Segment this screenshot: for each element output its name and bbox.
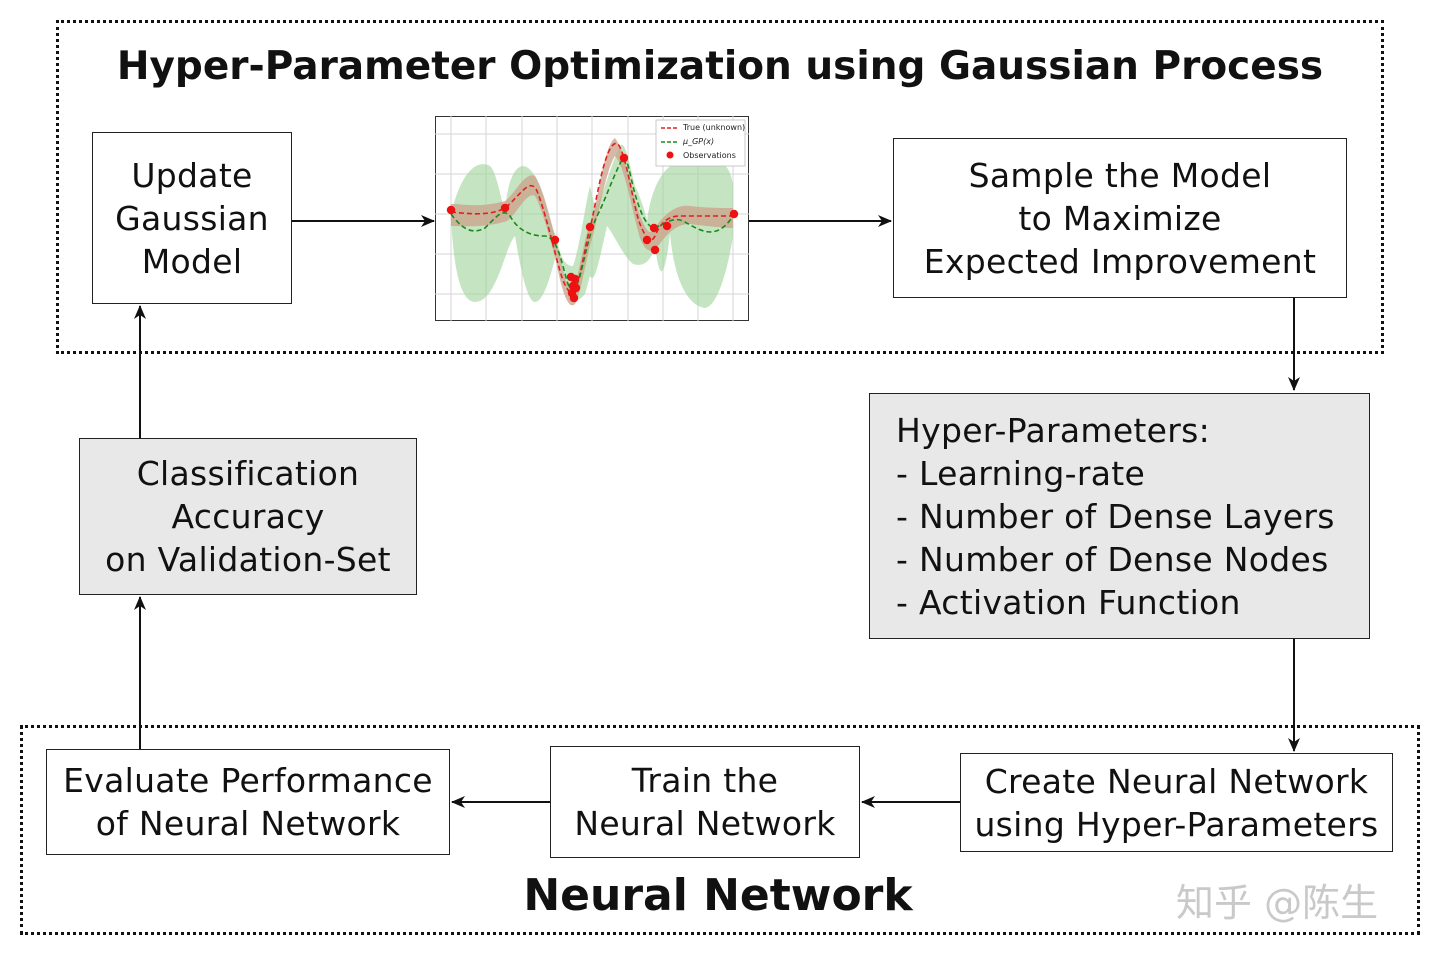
box-line: Neural Network <box>574 804 836 843</box>
box-line: Hyper-Parameters: <box>896 410 1211 450</box>
create-network-box: Create Neural Network using Hyper-Parame… <box>960 753 1393 852</box>
box-line: using Hyper-Parameters <box>974 804 1379 844</box>
gp-plot: True (unknown) μ_GP(x) Observations <box>435 116 749 321</box>
gp-region <box>56 20 1384 354</box>
box-line: of Neural Network <box>95 804 401 843</box>
box-line: - Learning-rate <box>896 453 1146 493</box>
box-line: - Number of Dense Nodes <box>896 539 1329 579</box>
neural-network-region-title: Neural Network <box>523 870 913 921</box>
box-line: Train the <box>631 761 779 800</box>
train-network-box: Train the Neural Network <box>550 746 860 858</box>
box-line: - Activation Function <box>896 582 1241 622</box>
gp-legend: True (unknown) μ_GP(x) Observations <box>655 119 746 167</box>
gp-observations <box>446 153 739 303</box>
update-gaussian-model-box: Update Gaussian Model <box>92 132 292 304</box>
watermark: 知乎 @陈生 <box>1176 881 1379 925</box>
legend-true: True (unknown) <box>682 123 745 132</box>
box-line: Evaluate Performance <box>63 761 433 800</box>
legend-mean: μ_GP(x) <box>682 137 714 146</box>
box-line: Sample the Model <box>968 155 1272 195</box>
sample-model-box: Sample the Model to Maximize Expected Im… <box>893 138 1347 298</box>
box-line: Expected Improvement <box>923 241 1317 281</box>
box-line: Create Neural Network <box>984 761 1369 801</box>
classification-accuracy-box: Classification Accuracy on Validation-Se… <box>79 438 417 595</box>
box-line: - Number of Dense Layers <box>896 496 1335 536</box>
gp-region-title: Hyper-Parameter Optimization using Gauss… <box>116 44 1324 89</box>
box-line: Model <box>141 241 243 281</box>
box-line: to Maximize <box>1018 198 1222 238</box>
box-line: Accuracy <box>171 497 325 536</box>
box-line: Gaussian <box>115 198 269 238</box>
box-line: on Validation-Set <box>105 540 391 579</box>
evaluate-performance-box: Evaluate Performance of Neural Network <box>46 749 450 855</box>
gp-mean-line <box>450 156 734 290</box>
hyper-parameters-box: Hyper-Parameters: - Learning-rate - Numb… <box>869 393 1370 639</box>
box-line: Classification <box>136 454 360 493</box>
box-line: Update <box>131 155 253 195</box>
legend-observations: Observations <box>683 151 736 160</box>
neural-network-region <box>20 725 1420 935</box>
